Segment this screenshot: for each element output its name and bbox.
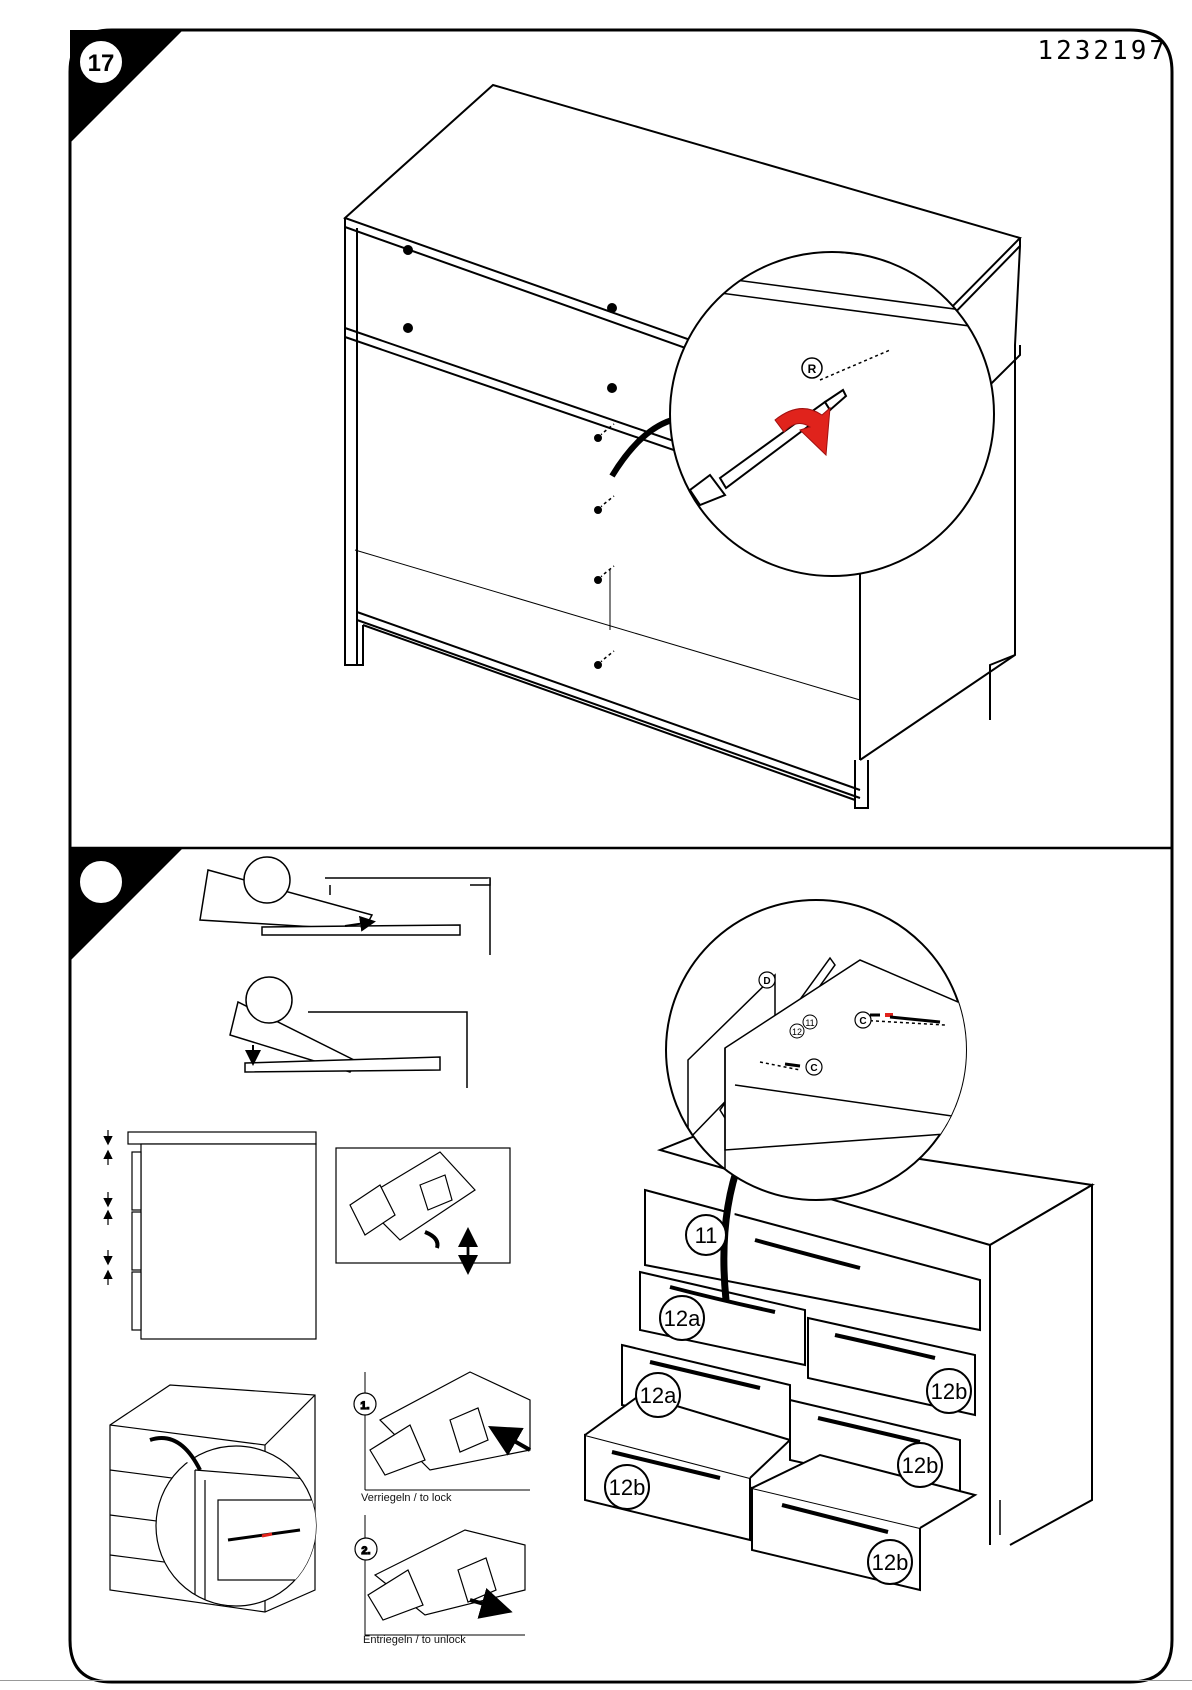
svg-text:12a: 12a xyxy=(664,1306,701,1331)
drawer-label-12b-right-middle: 12b xyxy=(898,1443,942,1487)
step-18-badge xyxy=(70,848,183,961)
part-label-11: 11 xyxy=(803,1015,817,1029)
svg-text:12: 12 xyxy=(792,1027,802,1037)
svg-text:D: D xyxy=(763,976,770,987)
article-number: 1232197 xyxy=(1037,36,1168,66)
lock-step-number: 1. xyxy=(360,1400,369,1412)
step-number: 17 xyxy=(88,50,115,77)
drawer-label-12a-middle: 12a xyxy=(636,1373,680,1417)
step-17-badge: 17 xyxy=(70,30,183,143)
drawer-label-12b-right-lower: 12b xyxy=(868,1540,912,1584)
unlock-diagram: 2. xyxy=(355,1515,525,1635)
unlock-step-number: 2. xyxy=(361,1545,370,1557)
drawer-label-12b-left: 12b xyxy=(605,1465,649,1509)
part-label-12: 12 xyxy=(790,1024,804,1038)
zoom-detail-18: D C C 11 12 xyxy=(666,900,1000,1200)
lock-diagram: 1. xyxy=(354,1372,530,1490)
part-label-C-upper: C xyxy=(855,1012,871,1028)
svg-text:12a: 12a xyxy=(640,1383,677,1408)
page-bottom-rule xyxy=(0,1680,1192,1681)
svg-text:12b: 12b xyxy=(609,1475,646,1500)
drawer-label-12a-upper: 12a xyxy=(660,1296,704,1340)
drawer-gap-diagram xyxy=(108,1130,316,1339)
runner-clip-detail xyxy=(336,1148,510,1270)
unlock-caption: Entriegeln / to unlock xyxy=(363,1634,466,1646)
svg-text:12b: 12b xyxy=(931,1379,968,1404)
part-label-C-lower: C xyxy=(806,1059,822,1075)
part-label-R: R xyxy=(808,362,817,376)
svg-text:12b: 12b xyxy=(872,1550,909,1575)
svg-text:12b: 12b xyxy=(902,1453,939,1478)
drawer-label-11: 11 xyxy=(686,1215,726,1255)
svg-text:C: C xyxy=(810,1063,817,1074)
lock-caption: Verriegeln / to lock xyxy=(361,1492,452,1504)
svg-text:C: C xyxy=(859,1016,866,1027)
drawer-insert-diagram-2 xyxy=(230,977,467,1088)
small-cabinet-diagram xyxy=(110,1385,320,1620)
drawer-label-12b-right-upper: 12b xyxy=(927,1369,971,1413)
part-label-D: D xyxy=(759,972,775,988)
drawer-insert-diagram-1 xyxy=(200,857,490,955)
svg-text:11: 11 xyxy=(805,1018,814,1028)
svg-text:11: 11 xyxy=(695,1223,718,1248)
